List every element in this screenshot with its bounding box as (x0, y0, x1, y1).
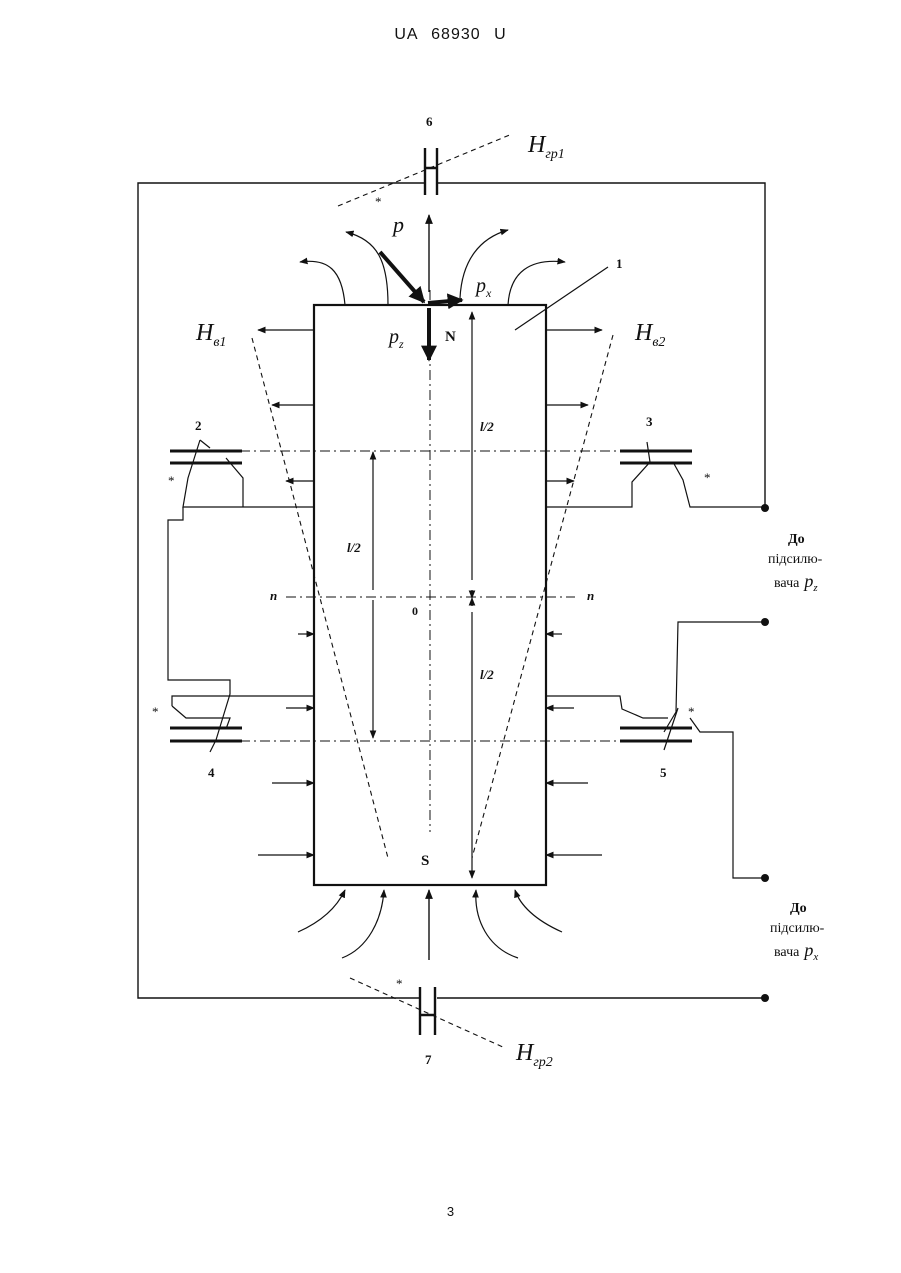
neutral-left: n (270, 588, 277, 603)
half-length-top: l/2 (480, 419, 494, 434)
page-number: 3 (0, 1204, 901, 1219)
label-p: p (391, 212, 404, 237)
output-px-line1: До (790, 901, 807, 916)
output-px-line3: вачаpx (774, 940, 818, 963)
label-h-gr2: Hгр2 (515, 1040, 553, 1070)
output-pz-line1: До (788, 532, 805, 547)
output-pz-line2: підсилю- (768, 552, 823, 567)
half-length-mid: l/2 (347, 540, 361, 555)
label-4: 4 (208, 765, 215, 780)
label-2: 2 (195, 418, 202, 433)
boundary-h-gr2 (350, 978, 505, 1048)
label-h-v2: Hв2 (634, 320, 665, 350)
start-mark: * (396, 976, 403, 991)
start-mark: * (375, 194, 382, 209)
half-length-bottom: l/2 (480, 667, 494, 682)
force-px-arrow (428, 300, 462, 303)
label-h-v1: Hв1 (195, 320, 226, 350)
sensor-4 (170, 728, 242, 741)
start-mark: * (168, 473, 175, 488)
sensor-6 (425, 148, 437, 195)
label-7: 7 (425, 1052, 432, 1067)
label-5: 5 (660, 765, 667, 780)
pole-north: N (445, 329, 456, 345)
output-px-line2: підсилю- (770, 921, 825, 936)
label-6: 6 (426, 114, 433, 129)
sensor-2 (170, 451, 242, 463)
pole-south: S (421, 853, 429, 869)
terminal (761, 504, 769, 512)
center-label: 0 (412, 604, 418, 618)
label-h-gr1: Hгр1 (527, 132, 565, 162)
terminal (761, 874, 769, 882)
label-pz: pz (387, 326, 404, 351)
label-1: 1 (616, 256, 623, 271)
sensor-7 (420, 987, 435, 1035)
start-mark: * (688, 704, 695, 719)
start-mark: * (152, 704, 159, 719)
start-mark: * (704, 470, 711, 485)
neutral-right: n (587, 588, 594, 603)
sensor-5 (620, 728, 692, 741)
output-pz-line3: вачаpz (774, 571, 818, 594)
force-p-arrow (380, 252, 424, 302)
sensor-3 (620, 451, 692, 463)
leader-1 (515, 267, 608, 330)
label-3: 3 (646, 414, 653, 429)
terminal (761, 618, 769, 626)
label-px: px (474, 275, 492, 300)
terminal (761, 994, 769, 1002)
